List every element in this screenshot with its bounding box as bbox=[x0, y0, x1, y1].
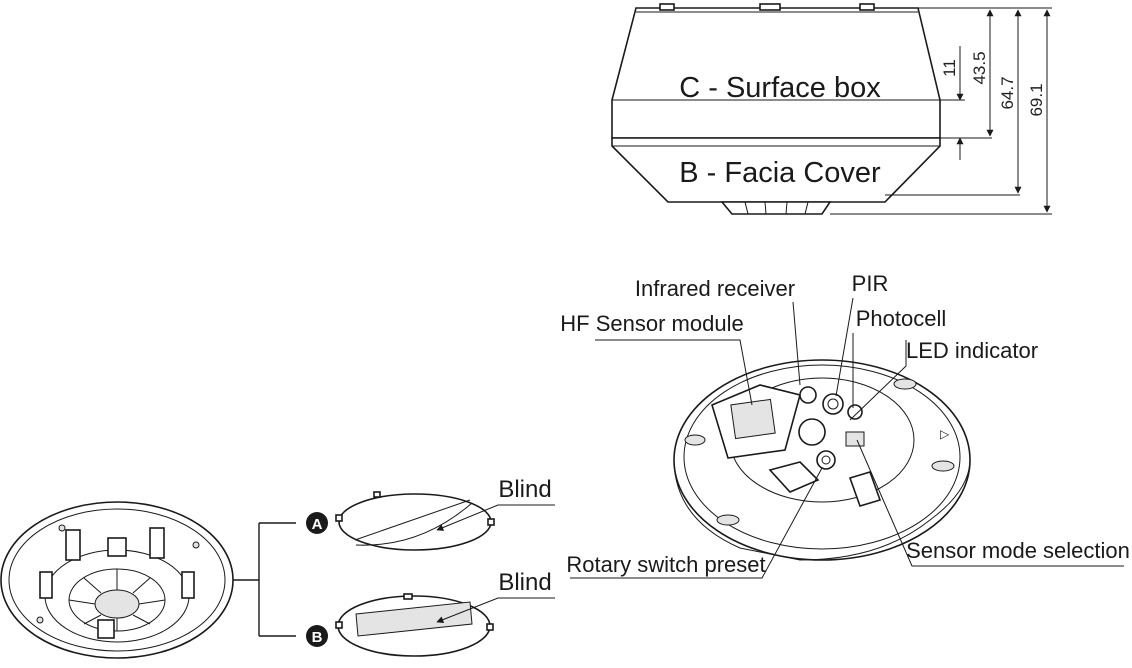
pir-label: PIR bbox=[852, 271, 889, 296]
blind-a-label: Blind bbox=[498, 476, 551, 503]
dimension-11-text: 11 bbox=[940, 59, 959, 77]
infrared-receiver-hole bbox=[799, 386, 817, 404]
facia-cover-underside-drawing bbox=[0, 501, 234, 659]
sensor-mode-selection-label: Sensor mode selection bbox=[906, 538, 1130, 563]
infrared-receiver-label: Infrared receiver bbox=[635, 276, 795, 301]
svg-text:B: B bbox=[312, 629, 323, 646]
pir-hole bbox=[822, 393, 844, 415]
surface-box-label: C - Surface box bbox=[679, 72, 881, 104]
sensor-unit-drawing: ▷ Infrared receiver PIR HF Sensor module… bbox=[560, 271, 1130, 579]
blind-b-label: Blind bbox=[498, 569, 551, 596]
blind-b-drawing bbox=[335, 593, 494, 657]
center-lens bbox=[798, 418, 826, 446]
dimension-69-1-text: 69.1 bbox=[1027, 83, 1046, 116]
hf-sensor-module-window bbox=[730, 398, 776, 440]
dimension-43-5-text: 43.5 bbox=[970, 51, 989, 84]
lens-dome-shape bbox=[720, 201, 832, 215]
rotary-switch-preset-label: Rotary switch preset bbox=[566, 552, 765, 577]
option-b-marker: B bbox=[306, 625, 328, 647]
svg-text:▷: ▷ bbox=[940, 427, 950, 441]
blind-a-drawing bbox=[335, 491, 495, 551]
hf-sensor-module-label: HF Sensor module bbox=[560, 311, 743, 336]
rotary-switch bbox=[816, 450, 836, 470]
option-a-marker: A bbox=[306, 512, 328, 534]
options-bracket bbox=[233, 522, 296, 637]
svg-text:A: A bbox=[312, 516, 323, 533]
photocell-label: Photocell bbox=[856, 306, 947, 331]
side-view-drawing: C - Surface box B - Facia Cover 11 43.5 … bbox=[611, 3, 1052, 215]
dip-switch-block bbox=[845, 431, 865, 447]
photocell-hole bbox=[847, 404, 863, 420]
led-indicator-label: LED indicator bbox=[906, 338, 1038, 363]
facia-cover-label: B - Facia Cover bbox=[679, 157, 881, 189]
dimension-64-7-text: 64.7 bbox=[998, 76, 1017, 109]
